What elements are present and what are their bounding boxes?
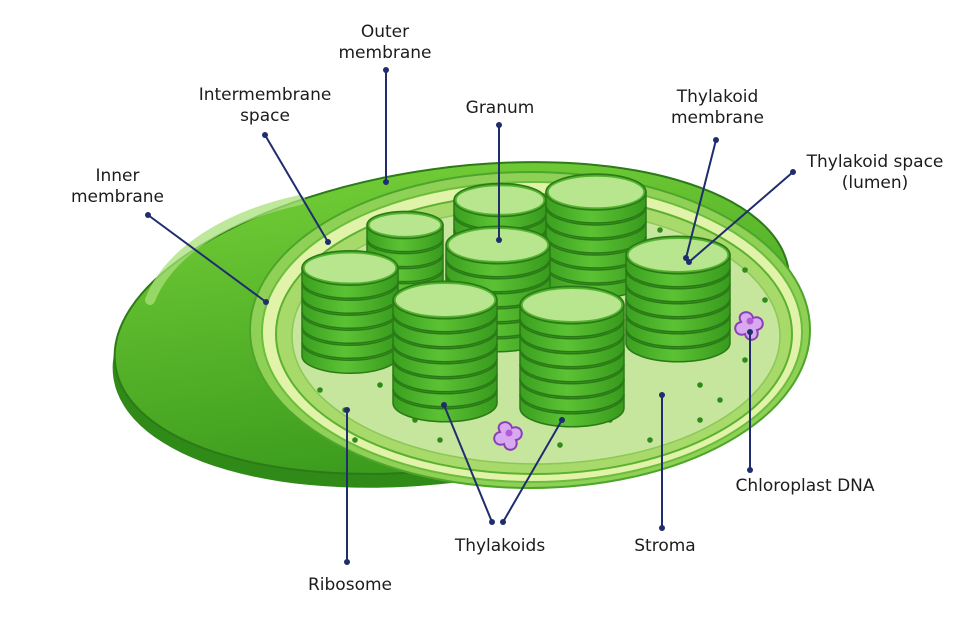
label-thylakoid-space: Thylakoid space(lumen) (806, 152, 944, 193)
leader-thylakoids-a (441, 402, 495, 525)
thylakoid-disc (519, 285, 625, 338)
leader-lines (145, 67, 796, 565)
thylakoid-disc (301, 249, 399, 300)
ribosome-dot-11 (762, 297, 768, 303)
granum-stack-6 (392, 280, 498, 423)
thylakoid-disc (392, 280, 498, 333)
ribosome-dot-19 (742, 267, 748, 273)
leader-chloroplast-dna (747, 329, 753, 473)
label-chloroplast-dna: Chloroplast DNA (735, 476, 875, 496)
thylakoid-disc (366, 210, 444, 253)
leader-outer-membrane (383, 67, 389, 185)
granum-stack-5 (301, 249, 399, 375)
leader-thylakoids-b (500, 417, 565, 525)
thylakoid-disc (625, 235, 731, 288)
ribosome-dot-2 (377, 382, 383, 388)
leader-inner-membrane (145, 212, 269, 305)
ribosome-dot-0 (317, 387, 323, 393)
chloroplast-dna-1 (734, 311, 764, 341)
granum-stack-7 (519, 285, 625, 428)
ribosome-dot-18 (437, 437, 443, 443)
ribosome-dot-7 (647, 437, 653, 443)
label-stroma: Stroma (634, 536, 696, 556)
thylakoid-disc (445, 225, 551, 278)
label-ribosome: Ribosome (307, 575, 392, 595)
ribosome-dot-16 (657, 227, 663, 233)
ribosome-dot-5 (557, 442, 563, 448)
label-thylakoids: Thylakoids (454, 536, 546, 556)
ribosome-dot-10 (742, 357, 748, 363)
leader-granum (496, 122, 502, 243)
granum-stack-4 (625, 235, 731, 363)
ribosome-dot-8 (697, 382, 703, 388)
leader-ribosome (344, 407, 350, 565)
leader-stroma (659, 392, 665, 531)
label-granum: Granum (465, 98, 535, 118)
leader-thylakoid-space (686, 169, 796, 265)
grana-stacks (301, 173, 731, 428)
chloroplast-dna-2 (493, 421, 523, 451)
ribosome-dot-9 (717, 397, 723, 403)
thylakoid-disc (545, 173, 647, 224)
ribosome-dot-21 (697, 417, 703, 423)
leader-intermembrane-space (262, 132, 331, 245)
granum-stack-1 (366, 210, 444, 298)
ribosome-dot-20 (352, 437, 358, 443)
